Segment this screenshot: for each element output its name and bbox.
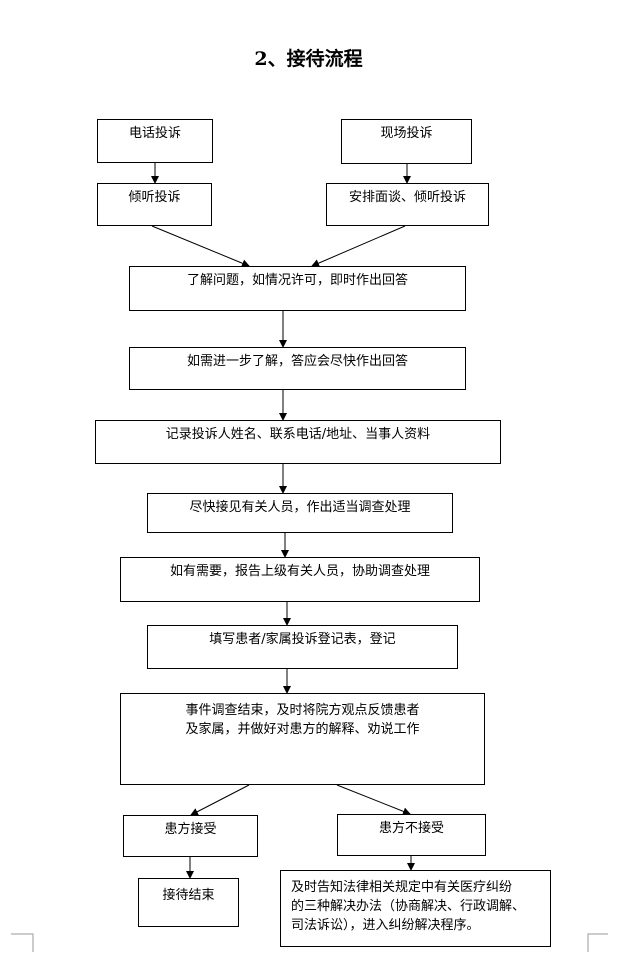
node-label: 倾听投诉 — [128, 190, 181, 205]
node-further-understanding: 如需进一步了解，答应会尽快作出回答 — [129, 347, 466, 390]
node-label-line2: 及家属，并做好对患方的解释、劝说工作 — [185, 722, 420, 737]
page-corner-mark-right — [587, 933, 608, 952]
node-legal-notice: 及时告知法律相关规定中有关医疗纠纷 的三种解决办法（协商解决、行政调解、 司法诉… — [280, 870, 551, 947]
node-label-line1: 及时告知法律相关规定中有关医疗纠纷 — [291, 880, 513, 895]
node-investigation-end: 事件调查结束，及时将院方观点反馈患者 及家属，并做好对患方的解释、劝说工作 — [120, 693, 485, 785]
node-fill-form: 填写患者/家属投诉登记表，登记 — [147, 625, 458, 669]
node-reception-end: 接待结束 — [138, 878, 239, 927]
node-patient-rejects: 患方不接受 — [337, 814, 486, 856]
node-label: 了解问题，如情况许可，即时作出回答 — [186, 273, 408, 288]
node-label: 记录投诉人姓名、联系电话/地址、当事人资料 — [165, 427, 431, 442]
node-onsite-complaint: 现场投诉 — [341, 119, 472, 164]
node-listen-complaint: 倾听投诉 — [97, 183, 212, 226]
node-label: 如有需要，报告上级有关人员，协助调查处理 — [169, 564, 430, 579]
page-corner-mark-left — [11, 933, 34, 952]
arrow-investigation-to-rejects — [336, 784, 411, 816]
node-label: 填写患者/家属投诉登记表，登记 — [209, 632, 396, 647]
node-label: 接待结束 — [162, 888, 215, 903]
node-label: 安排面谈、倾听投诉 — [348, 190, 466, 205]
node-contact-staff: 尽快接见有关人员，作出适当调查处理 — [147, 493, 453, 533]
node-label: 电话投诉 — [128, 126, 181, 141]
node-label-line3: 司法诉讼），进入纠纷解决程序。 — [291, 918, 480, 933]
node-report-superior: 如有需要，报告上级有关人员，协助调查处理 — [120, 557, 480, 602]
node-label: 现场投诉 — [380, 126, 433, 141]
arrow-arrange-to-understand — [311, 225, 406, 267]
node-label: 患方接受 — [164, 822, 217, 837]
node-understand-issue: 了解问题，如情况许可，即时作出回答 — [129, 266, 466, 311]
node-label: 患方不接受 — [378, 821, 444, 836]
arrow-listen-to-understand — [151, 225, 250, 268]
page-title: 2、接待流程 — [254, 48, 363, 70]
node-record-info: 记录投诉人姓名、联系电话/地址、当事人资料 — [95, 420, 501, 464]
node-label: 如需进一步了解，答应会尽快作出回答 — [186, 354, 408, 369]
node-label-line1: 事件调查结束，及时将院方观点反馈患者 — [185, 703, 420, 718]
node-label: 尽快接见有关人员，作出适当调查处理 — [189, 500, 411, 515]
node-patient-accepts: 患方接受 — [123, 815, 258, 857]
node-label-line2: 的三种解决办法（协商解决、行政调解、 — [291, 899, 526, 914]
node-phone-complaint: 电话投诉 — [97, 119, 213, 163]
arrow-investigation-to-accepts — [190, 784, 250, 816]
